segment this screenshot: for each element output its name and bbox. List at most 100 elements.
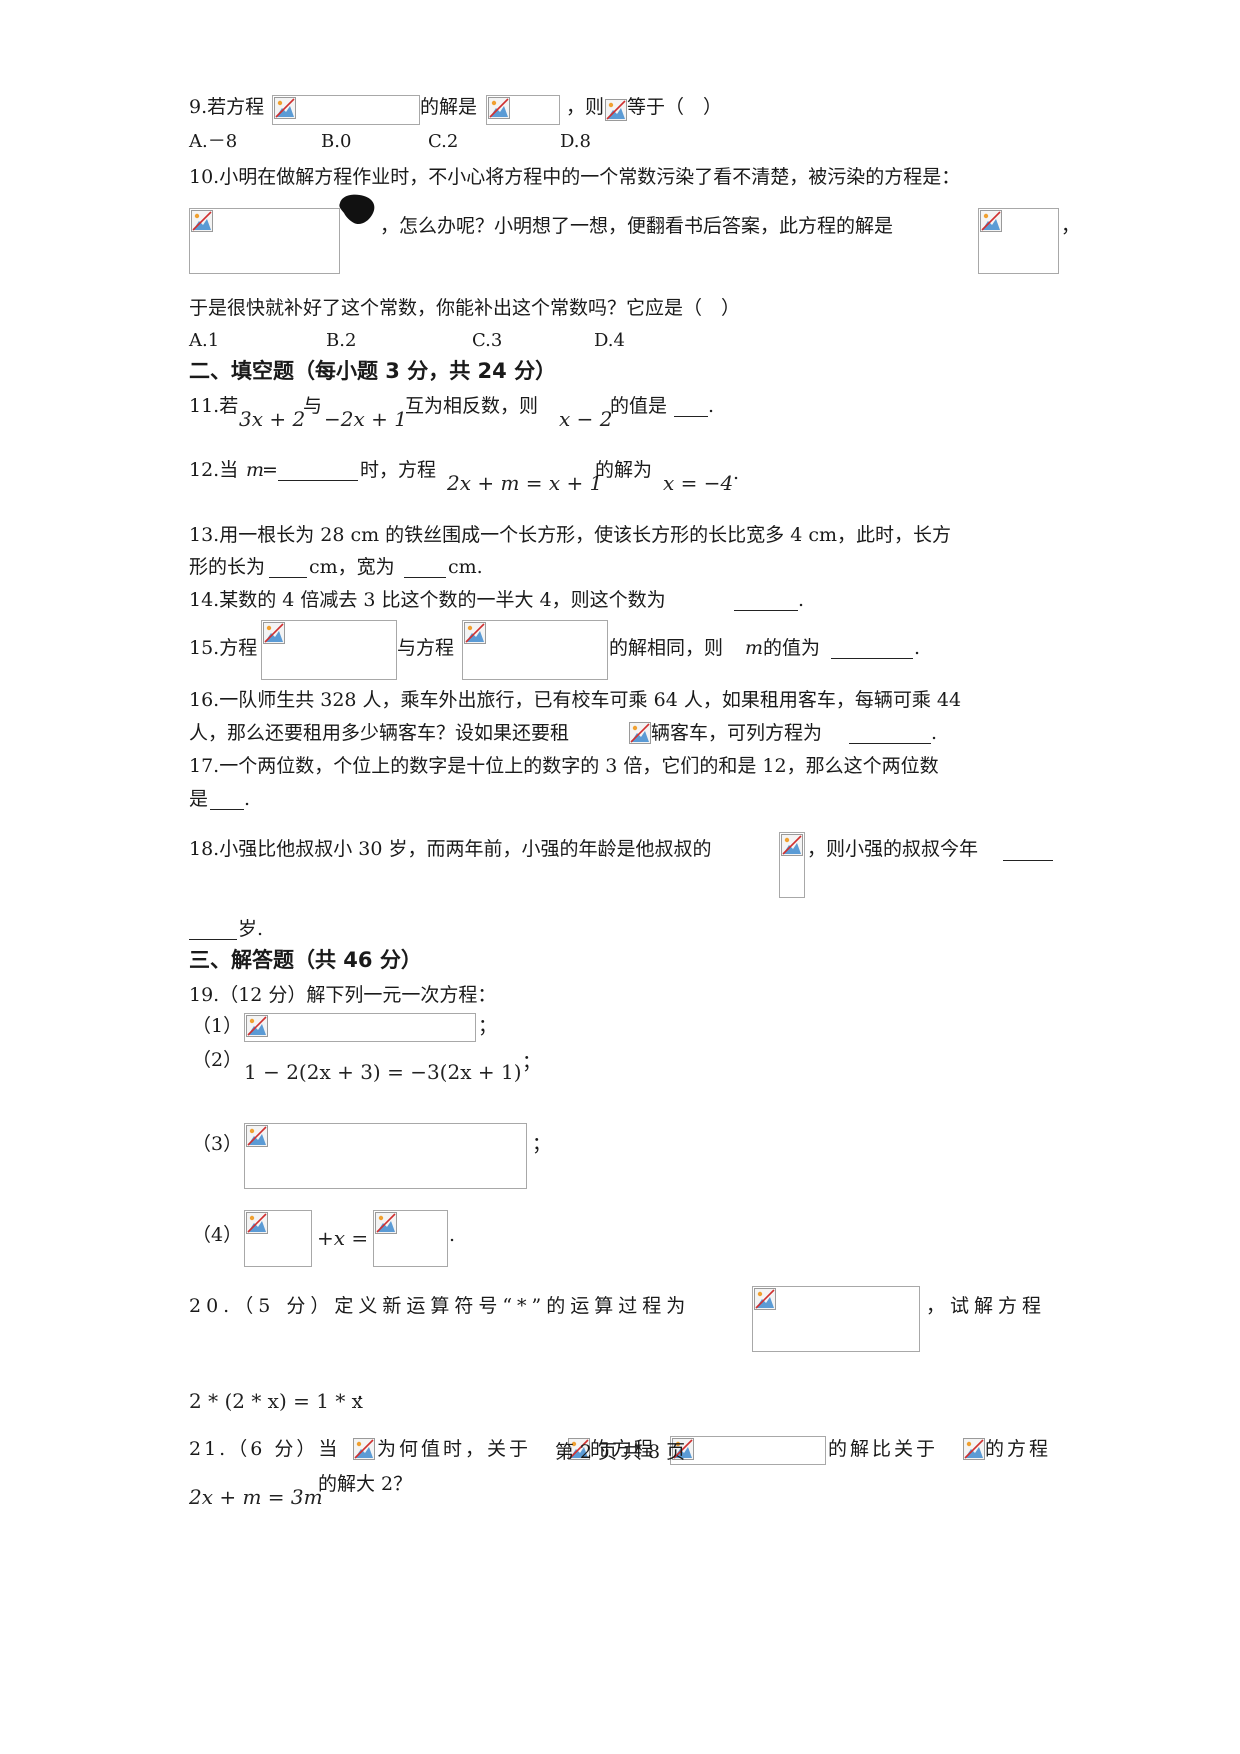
broken-image-icon [263,622,285,644]
broken-image-icon [488,97,510,119]
q15-text-a: 15.方程 [189,637,258,659]
fraction-image [373,1210,448,1267]
q19-part3-end: ； [532,1133,552,1155]
variable-image [353,1438,375,1460]
variable-image [629,722,651,744]
q9-text-a: 9.若方程 [189,96,265,118]
q21-text-f: 的解大 2？ [318,1473,413,1495]
q10-text-mid: ，怎么办呢？小明想了一想，便翻看书后答案，此方程的解是 [380,215,894,237]
answer-blank[interactable] [269,577,307,578]
q12-math-solution: x = −4 [663,471,734,495]
equation-image [462,620,608,680]
answer-blank[interactable] [404,577,446,578]
q14-text-a: 14.某数的 4 倍减去 3 比这个数的一半大 4，则这个数为 [189,589,666,611]
q12-text-a: 12.当 [189,459,239,481]
q20-text-a: 20.（5 分）定义新运算符号“*”的运算过程为 [189,1295,691,1317]
q15-text-e: . [914,637,921,659]
q16-text-c: . [931,722,938,744]
q16-line1: 16.一队师生共 328 人，乘车外出旅行，已有校车可乘 64 人，如果租用客车… [189,689,962,711]
q21-text-b: 为何值时，关于 [377,1438,532,1460]
q9-option-c: C.2 [428,131,459,152]
q15-text-b: 与方程 [397,637,455,659]
q13-line1: 13.用一根长为 28 cm 的铁丝围成一个长方形，使该长方形的长比宽多 4 c… [189,524,951,546]
q11-text-c: 互为相反数，则 [405,395,539,417]
q11-text-a: 11.若 [189,395,239,417]
answer-blank[interactable] [189,939,237,940]
q12-var-m: m [246,459,265,481]
q20-end: . [357,1381,364,1403]
q10-option-a: A.1 [189,330,220,351]
q10-option-d: D.4 [594,330,625,351]
q21-text-c: 的方程 [590,1438,657,1460]
broken-image-icon [246,1212,268,1234]
q10-text-end: ， [1061,215,1081,237]
q17-line1: 17.一个两位数，个位上的数字是十位上的数字的 3 倍，它们的和是 12，那么这… [189,755,939,777]
broken-image-icon [274,97,296,119]
q9-option-d: D.8 [560,131,591,152]
section-3-heading: 三、解答题（共 46 分） [189,948,422,972]
answer-blank[interactable] [278,480,358,481]
q20-equation: 2 * (2 * x) = 1 * x [189,1389,363,1413]
equation-image [272,95,420,125]
q17-text-b: . [244,788,251,810]
q15-var-m: m [745,637,764,659]
answer-blank[interactable] [831,658,913,659]
variable-image [963,1438,985,1460]
q12-text-d: . [733,462,740,484]
broken-image-icon [781,834,803,856]
q9-text-b: 的解是 [420,96,478,118]
fraction-image [244,1210,312,1267]
q21-text-a: 21.（6 分）当 [189,1438,341,1460]
answer-image [978,208,1059,274]
q19-part2-label: （2） [192,1049,243,1071]
answer-blank[interactable] [210,809,244,810]
q19-title: 19.（12 分）解下列一元一次方程： [189,984,497,1006]
section-2-heading: 二、填空题（每小题 3 分，共 24 分） [189,359,557,383]
q19-part2-equation: 1 − 2(2x + 3) = −3(2x + 1) [244,1060,522,1084]
q12-eq: = [262,459,278,481]
q11-text-d: 的值是 [610,395,668,417]
answer-blank[interactable] [1003,860,1053,861]
q9-option-a: A.－8 [189,131,238,152]
q11-math-3: x − 2 [559,407,613,431]
q9-option-b: B.0 [321,131,352,152]
ink-stain [339,194,375,225]
broken-image-icon [191,210,213,232]
variable-image [568,1438,590,1460]
q19-part3-label: （3） [192,1133,243,1155]
q21-text-d: 的解比关于 [828,1438,939,1460]
broken-image-icon [629,722,651,744]
q21-equation: 2x + m = 3m [189,1485,323,1509]
q9-text-d: 等于（ ） [627,96,723,118]
broken-image-icon [605,99,627,121]
q19-part4-mid: +x = [317,1226,369,1250]
q11-math-1: 3x + 2 [239,407,306,431]
q15-text-c: 的解相同，则 [609,637,724,659]
q9-text-c: ，则 [566,96,605,118]
q18-text-a: 18.小强比他叔叔小 30 岁，而两年前，小强的年龄是他叔叔的 [189,838,712,860]
broken-image-icon [464,622,486,644]
q19-part4-end: . [449,1224,456,1246]
q10-option-c: C.3 [472,330,503,351]
q18-text-b: ，则小强的叔叔今年 [807,838,979,860]
answer-blank[interactable] [674,416,708,417]
q11-text-b: 与 [303,395,323,417]
q10-option-b: B.2 [326,330,357,351]
q12-text-b: 时，方程 [360,459,437,481]
fraction-image [779,832,805,898]
broken-image-icon [246,1125,268,1147]
answer-blank[interactable] [734,610,798,611]
q11-math-2: −2x + 1 [324,407,407,431]
q11-text-e: . [708,395,715,417]
equation-image [261,620,397,680]
q13-text-c: cm. [448,556,483,578]
q16-text-a: 人，那么还要租用多少辆客车？设如果还要租 [189,722,570,744]
operation-definition-image [752,1286,920,1352]
variable-image [605,99,627,121]
answer-blank[interactable] [849,743,931,744]
page-footer: 第 2 页 共 8 页 [554,1441,686,1463]
broken-image-icon [754,1288,776,1310]
equation-image [670,1436,826,1465]
q19-part4-label: （4） [192,1224,243,1246]
